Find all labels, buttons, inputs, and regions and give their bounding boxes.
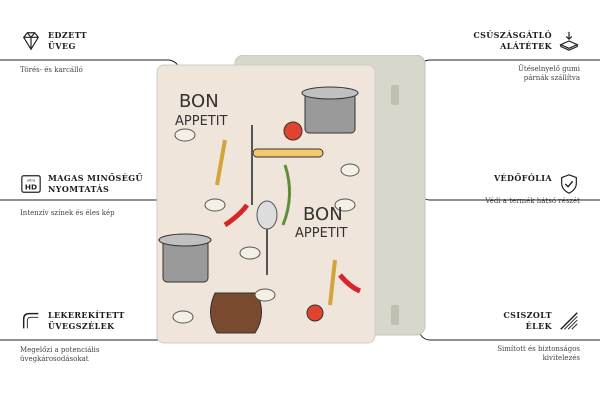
anti-slip-pad-icon	[559, 31, 579, 51]
feature-desc: Törés- és karcálló	[20, 66, 83, 74]
feature-desc: párnák szállítva	[523, 74, 580, 82]
feature-desc: Védi a termék hátsó részét	[485, 197, 580, 205]
svg-text:HD: HD	[25, 183, 37, 192]
poster-text-appetit-top: APPETIT	[175, 114, 228, 129]
poster-text-appetit-mid: APPETIT	[295, 226, 348, 241]
feature-title-line: élek	[525, 321, 552, 331]
rolling-pin-illustration	[252, 148, 324, 158]
polished-edge-icon	[560, 312, 578, 330]
feature-title-line: Edzett	[48, 30, 87, 40]
feature-title-line: alátétek	[500, 41, 552, 51]
diamond-icon	[22, 32, 40, 51]
wheat-illustration	[215, 139, 227, 186]
shield-check-icon	[561, 174, 577, 194]
feature-desc: Intenzív színek és éles kép	[20, 209, 115, 217]
pot-illustration	[158, 233, 212, 283]
dumpling-illustrations	[172, 128, 360, 324]
feature-desc: kivitelezés	[542, 354, 580, 362]
wheat-illustration	[328, 259, 337, 306]
feature-title-line: Csiszolt	[503, 310, 552, 320]
tomato-illustration	[306, 304, 324, 322]
chili-illustration	[338, 273, 362, 294]
jug-illustration	[210, 292, 262, 334]
feature-title-line: üvegszélek	[48, 321, 115, 331]
feature-title-line: nyomtatás	[48, 184, 110, 194]
skimmer-illustration	[256, 200, 278, 230]
pot-illustration	[301, 86, 359, 134]
feature-title-line: üveg	[48, 41, 76, 51]
rounded-corner-icon	[22, 312, 39, 329]
feature-desc: Megelőzi a potenciális	[20, 346, 100, 354]
svg-text:ultra: ultra	[27, 178, 36, 182]
connector-line-rounded	[0, 331, 181, 341]
poster-text-bon-mid: BON	[303, 204, 343, 225]
chili-illustration	[223, 203, 250, 228]
feature-title-line: Csúszásgátló	[473, 30, 552, 40]
product-illustration: BON APPETIT BON APPETIT	[156, 55, 426, 344]
anti-slip-pad	[391, 85, 399, 105]
tomato-illustration	[283, 121, 303, 141]
ultra-hd-icon: ultra HD	[21, 175, 41, 193]
feature-title-line: Lekerekített	[48, 310, 125, 320]
poster-text-bon-top: BON	[179, 91, 219, 112]
feature-title-line: Magas minőségű	[48, 173, 143, 183]
herb-illustration	[281, 164, 291, 226]
anti-slip-pad	[391, 305, 399, 325]
feature-desc: üvegkárosodásokat	[20, 355, 89, 363]
feature-desc: Simított és biztonságos	[497, 345, 580, 353]
feature-title-line: Védőfólia	[493, 173, 552, 183]
feature-desc: Ütéselnyelő gumi	[518, 65, 580, 73]
